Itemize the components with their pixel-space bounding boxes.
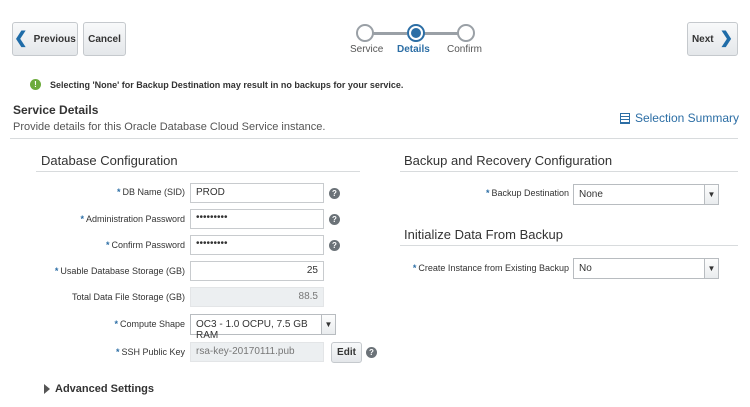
- train-connector: [423, 32, 463, 35]
- help-icon[interactable]: ?: [329, 188, 340, 199]
- admin-password-input[interactable]: •••••••••: [190, 209, 324, 229]
- chevron-right-icon: ❯: [719, 30, 734, 47]
- summary-list-icon: [619, 112, 630, 124]
- help-icon[interactable]: ?: [329, 240, 340, 251]
- step-confirm-circle[interactable]: [457, 24, 475, 42]
- db-name-input[interactable]: PROD: [190, 183, 324, 203]
- usable-storage-label: *Usable Database Storage (GB): [54, 266, 185, 276]
- help-icon[interactable]: ?: [366, 347, 377, 358]
- next-button[interactable]: Next ❯: [687, 22, 738, 56]
- disclosure-triangle-icon: [44, 384, 50, 394]
- total-storage-label: Total Data File Storage (GB): [71, 292, 185, 302]
- step-service-label[interactable]: Service: [350, 44, 384, 55]
- step-confirm-label[interactable]: Confirm: [447, 44, 483, 55]
- ssh-key-label: *SSH Public Key: [115, 347, 185, 357]
- step-details-label[interactable]: Details: [397, 44, 430, 55]
- selection-summary-link[interactable]: Selection Summary: [619, 111, 739, 125]
- ssh-edit-button[interactable]: Edit: [331, 342, 362, 363]
- create-from-backup-select[interactable]: No ▼: [573, 258, 719, 279]
- step-service-circle[interactable]: [356, 24, 374, 42]
- step-train: Service Details Confirm: [350, 24, 490, 60]
- chevron-down-icon[interactable]: ▼: [321, 315, 335, 334]
- backup-config-title: Backup and Recovery Configuration: [404, 153, 613, 168]
- confirm-password-label: *Confirm Password: [105, 240, 185, 250]
- create-from-backup-label: *Create Instance from Existing Backup: [412, 263, 569, 273]
- selection-summary-label: Selection Summary: [634, 111, 739, 125]
- info-message-text: Selecting 'None' for Backup Destination …: [50, 79, 404, 90]
- backup-destination-label: *Backup Destination: [485, 188, 569, 198]
- cancel-label: Cancel: [88, 33, 121, 45]
- section-divider: [10, 138, 738, 139]
- step-details-circle[interactable]: [407, 24, 425, 42]
- chevron-down-icon[interactable]: ▼: [704, 259, 718, 278]
- train-connector: [367, 32, 407, 35]
- usable-storage-input[interactable]: 25: [190, 261, 324, 281]
- compute-shape-value: OC3 - 1.0 OCPU, 7.5 GB RAM: [196, 319, 308, 341]
- previous-button[interactable]: ❮ Previous: [12, 22, 78, 56]
- next-label: Next: [691, 33, 714, 45]
- total-storage-field: 88.5: [190, 287, 324, 307]
- help-icon[interactable]: ?: [329, 214, 340, 225]
- admin-password-label: *Administration Password: [80, 214, 185, 224]
- cancel-button[interactable]: Cancel: [83, 22, 126, 56]
- chevron-left-icon: ❮: [14, 30, 28, 47]
- backup-destination-value: None: [579, 189, 603, 200]
- advanced-settings-toggle[interactable]: Advanced Settings: [44, 383, 154, 395]
- backup-config-rule: [400, 171, 738, 172]
- db-config-title: Database Configuration: [41, 153, 178, 168]
- info-message: ! Selecting 'None' for Backup Destinatio…: [30, 79, 403, 90]
- ssh-key-field: rsa-key-20170111.pub: [190, 342, 324, 362]
- backup-destination-select[interactable]: None ▼: [573, 184, 719, 205]
- chevron-down-icon[interactable]: ▼: [704, 185, 718, 204]
- db-name-label: *DB Name (SID): [116, 187, 185, 197]
- create-from-backup-value: No: [579, 263, 592, 274]
- compute-shape-select[interactable]: OC3 - 1.0 OCPU, 7.5 GB RAM ▼: [190, 314, 336, 341]
- compute-shape-label: *Compute Shape: [114, 319, 185, 329]
- confirm-password-input[interactable]: •••••••••: [190, 235, 324, 255]
- init-data-rule: [400, 245, 738, 246]
- info-icon: !: [30, 79, 41, 90]
- section-title: Service Details: [13, 103, 99, 117]
- advanced-settings-label: Advanced Settings: [55, 383, 155, 395]
- previous-label: Previous: [33, 33, 76, 45]
- db-config-rule: [36, 171, 360, 172]
- init-data-title: Initialize Data From Backup: [404, 227, 563, 242]
- section-subtitle: Provide details for this Oracle Database…: [13, 121, 326, 133]
